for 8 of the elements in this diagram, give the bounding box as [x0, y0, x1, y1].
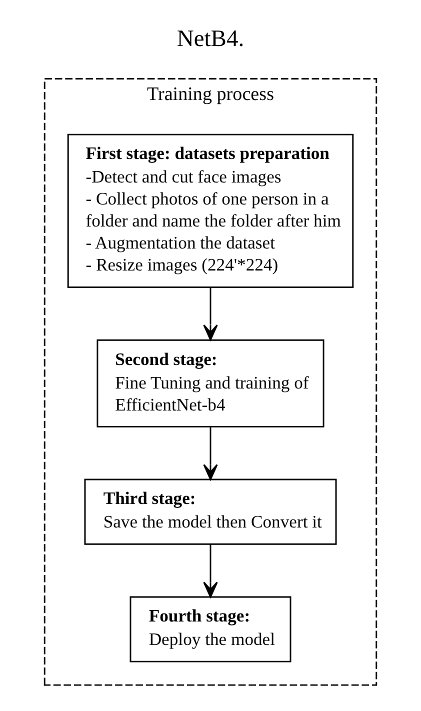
- node-box: Fourth stage: Deploy the model: [130, 596, 292, 662]
- arrow: [203, 427, 218, 480]
- node-box: Second stage: Fine Tuning and training of EfficientNet-b4: [96, 339, 324, 428]
- arrow: [203, 544, 218, 598]
- label: NetB4.: [176, 26, 244, 52]
- node-box: Third stage: Save the model then Convert it: [84, 478, 337, 545]
- node-box: First stage: datasets preparation -Detect and cut face images - Collect photos of one person in a folder and name the folder after him - Augmentation the dataset - Resize images (224'*224): [67, 134, 354, 288]
- arrow: [203, 288, 218, 341]
